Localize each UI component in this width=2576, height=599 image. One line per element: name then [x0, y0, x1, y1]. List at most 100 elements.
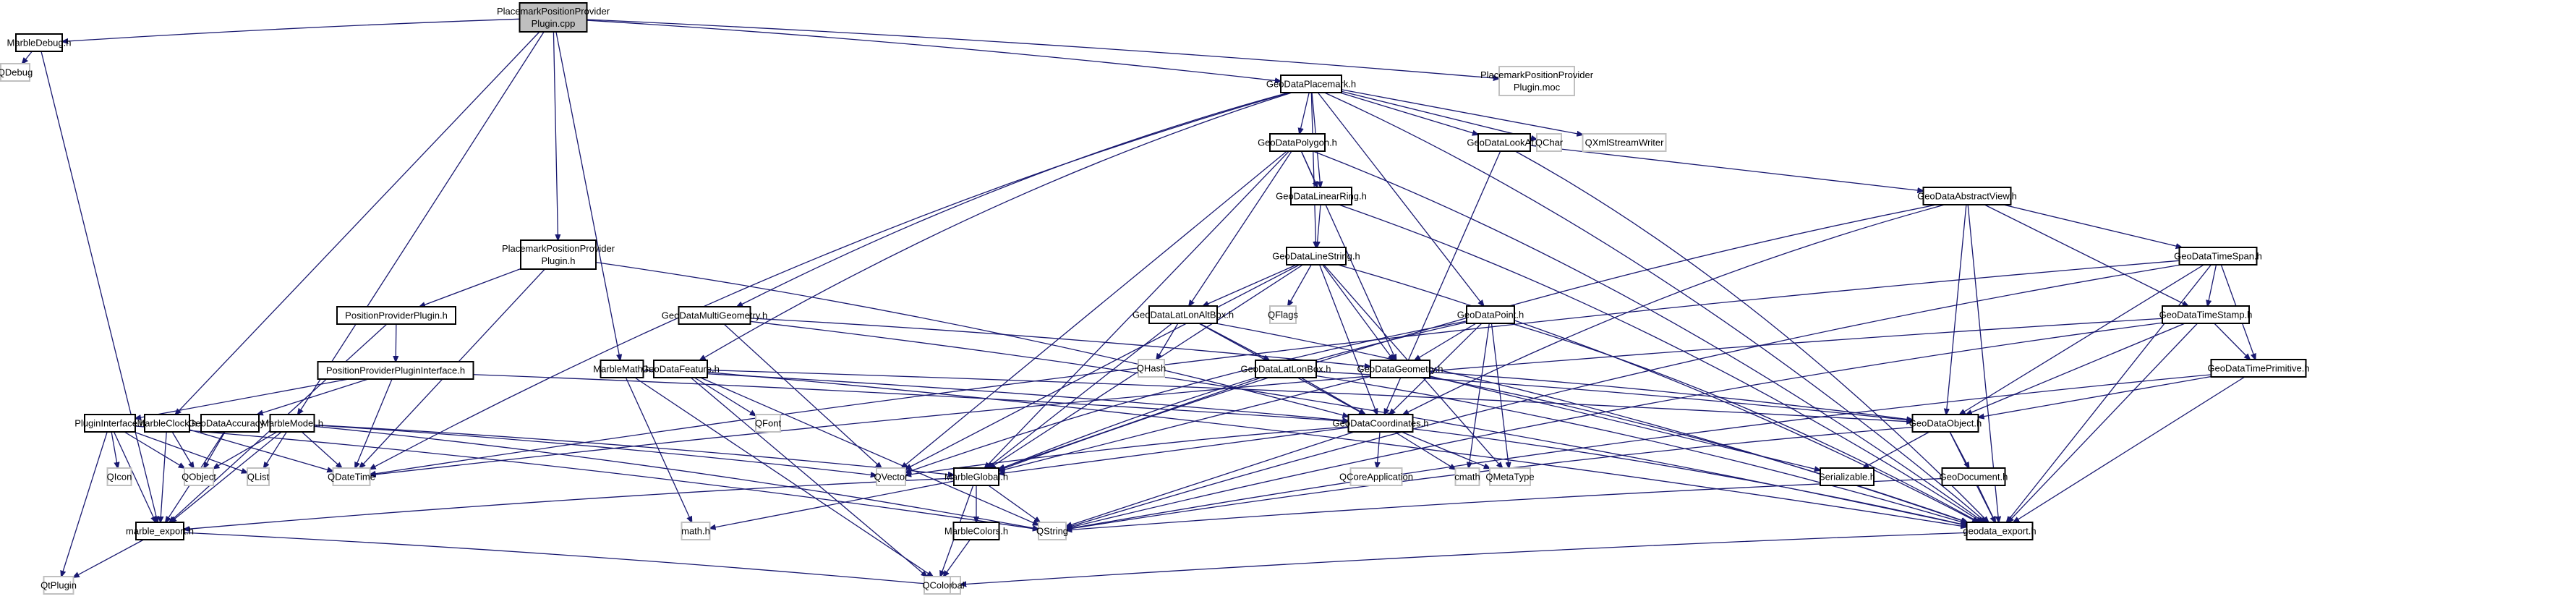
dependency-edge — [314, 425, 1039, 529]
edge-line — [161, 431, 167, 522]
graph-node[interactable]: GeoDataLatLonBox.h — [1240, 360, 1331, 378]
graph-node[interactable]: GeoDocument.h — [1940, 467, 2008, 486]
edge-line — [124, 431, 184, 468]
node-label: GeoDataTimeSpan.h — [2174, 251, 2262, 262]
graph-node[interactable]: GeoDataFeature.h — [641, 360, 720, 378]
node-box — [653, 360, 708, 378]
edge-line — [1469, 323, 1490, 468]
dependency-edge — [1203, 264, 1297, 306]
graph-node[interactable]: PluginInterface.h — [74, 414, 145, 433]
graph-node[interactable]: PositionProviderPlugin.h — [336, 306, 456, 325]
edge-line — [905, 264, 1300, 470]
graph-node[interactable]: PositionProviderPluginInterface.h — [317, 361, 474, 380]
edge-line — [1156, 323, 1179, 360]
graph-node[interactable]: GeoDataLineString.h — [1272, 247, 1360, 265]
dependency-edge — [1156, 323, 1179, 360]
edge-line — [1317, 92, 1483, 306]
edge-line — [1412, 428, 1967, 525]
edge-line — [213, 431, 278, 469]
dependency-edge — [1313, 150, 1984, 522]
graph-node[interactable]: MarbleGlobal.h — [944, 467, 1008, 486]
dependency-edge — [905, 426, 1349, 475]
node-box — [144, 414, 190, 433]
edge-line — [111, 431, 118, 468]
dependency-edge — [1199, 323, 1270, 360]
dependency-edge — [960, 532, 1967, 585]
edge-line — [1337, 264, 1978, 522]
edge-line — [625, 377, 691, 522]
node-label: MarbleGlobal.h — [944, 472, 1008, 483]
edge-line — [634, 377, 933, 577]
node-box — [247, 467, 270, 486]
node-label: GeoDataPlacemark.h — [1266, 79, 1356, 90]
node-box — [1148, 305, 1218, 324]
graph-node[interactable]: GeoDataTimePrimitive.h — [2207, 359, 2310, 378]
dependency-edge — [587, 19, 1500, 79]
edge-line — [1946, 204, 1967, 415]
dependency-edge — [2214, 323, 2250, 360]
node-box — [106, 467, 132, 486]
graph-node: QDateTime — [328, 467, 375, 486]
graph-node[interactable]: GeoDataMultiGeometry.h — [662, 306, 767, 325]
node-box — [520, 239, 597, 270]
dependency-edge — [1403, 204, 1945, 415]
node-label: QFont — [755, 418, 782, 429]
graph-node[interactable]: GeoDataAccuracy.h — [188, 414, 272, 433]
graph-node[interactable]: GeoDataLinearRing.h — [1276, 187, 1367, 205]
edge-line — [314, 425, 877, 475]
edge-line — [643, 370, 1349, 421]
edge-line — [1313, 150, 1984, 522]
edge-line — [905, 426, 1349, 475]
edge-line — [1189, 150, 1292, 306]
edge-line — [1429, 371, 1913, 420]
graph-node[interactable]: MarbleMath.h — [593, 360, 651, 378]
graph-node[interactable]: GeoDataLookAt.h — [1467, 133, 1542, 152]
graph-node[interactable]: MarbleClock.h — [137, 414, 197, 433]
node-box — [1536, 133, 1562, 152]
node-box — [1498, 66, 1575, 96]
graph-node[interactable]: GeoDataObject.h — [1909, 414, 1982, 433]
dependency-edge — [1530, 145, 1924, 191]
graph-node[interactable]: GeoDataTimeSpan.h — [2174, 247, 2262, 265]
node-box — [755, 414, 781, 433]
graph-node[interactable]: GeoDataTimeStamp.h — [2159, 305, 2253, 324]
graph-node[interactable]: MarbleColors.h — [944, 522, 1008, 540]
edge-line — [1863, 431, 1930, 468]
edge-line — [1514, 150, 1988, 522]
graph-node[interactable]: GeoDataPolygon.h — [1258, 133, 1337, 152]
dependency-edge — [1339, 92, 1478, 135]
graph-node[interactable]: GeoDataPoint.h — [1457, 305, 1524, 324]
dependency-edge — [1310, 92, 1315, 247]
graph-node[interactable]: geodata_export.h — [1963, 522, 2037, 540]
graph-node[interactable]: MarbleModel.h — [261, 414, 323, 433]
edge-line — [1319, 264, 1378, 415]
edge-line — [355, 378, 393, 468]
graph-node[interactable]: MarbleDebug.h — [7, 33, 72, 52]
node-label: QDateTime — [328, 472, 375, 483]
graph-node[interactable]: GeoDataGeometry.h — [1357, 360, 1443, 378]
graph-node[interactable]: GeoDataAbstractView.h — [1917, 187, 2017, 205]
graph-node[interactable]: GeoDataCoordinates.h — [1333, 414, 1429, 433]
graph-node[interactable]: marble_export.h — [126, 522, 194, 540]
edge-line — [264, 431, 287, 468]
graph-node: QFlags — [1268, 305, 1298, 324]
edge-line — [1300, 92, 1310, 134]
graph-node[interactable]: GeoDataPlacemark.h — [1266, 75, 1356, 93]
edge-line — [1199, 323, 1270, 360]
dependency-edge — [257, 378, 369, 415]
dependency-edge — [1966, 323, 2185, 415]
edge-line — [1066, 374, 2212, 530]
edge-line — [298, 31, 545, 415]
graph-node[interactable]: GeoDataLatLonAltBox.h — [1133, 305, 1234, 324]
dependency-edge — [22, 51, 33, 64]
dependency-edge — [1066, 374, 2212, 530]
node-label: QHash — [1137, 363, 1166, 374]
node-box — [600, 360, 644, 378]
node-label: QtPlugin — [40, 580, 77, 591]
dependency-edge — [113, 431, 156, 522]
graph-node[interactable]: Serializable.h — [1819, 467, 1875, 486]
node-label: GeoDataAccuracy.h — [188, 418, 271, 429]
